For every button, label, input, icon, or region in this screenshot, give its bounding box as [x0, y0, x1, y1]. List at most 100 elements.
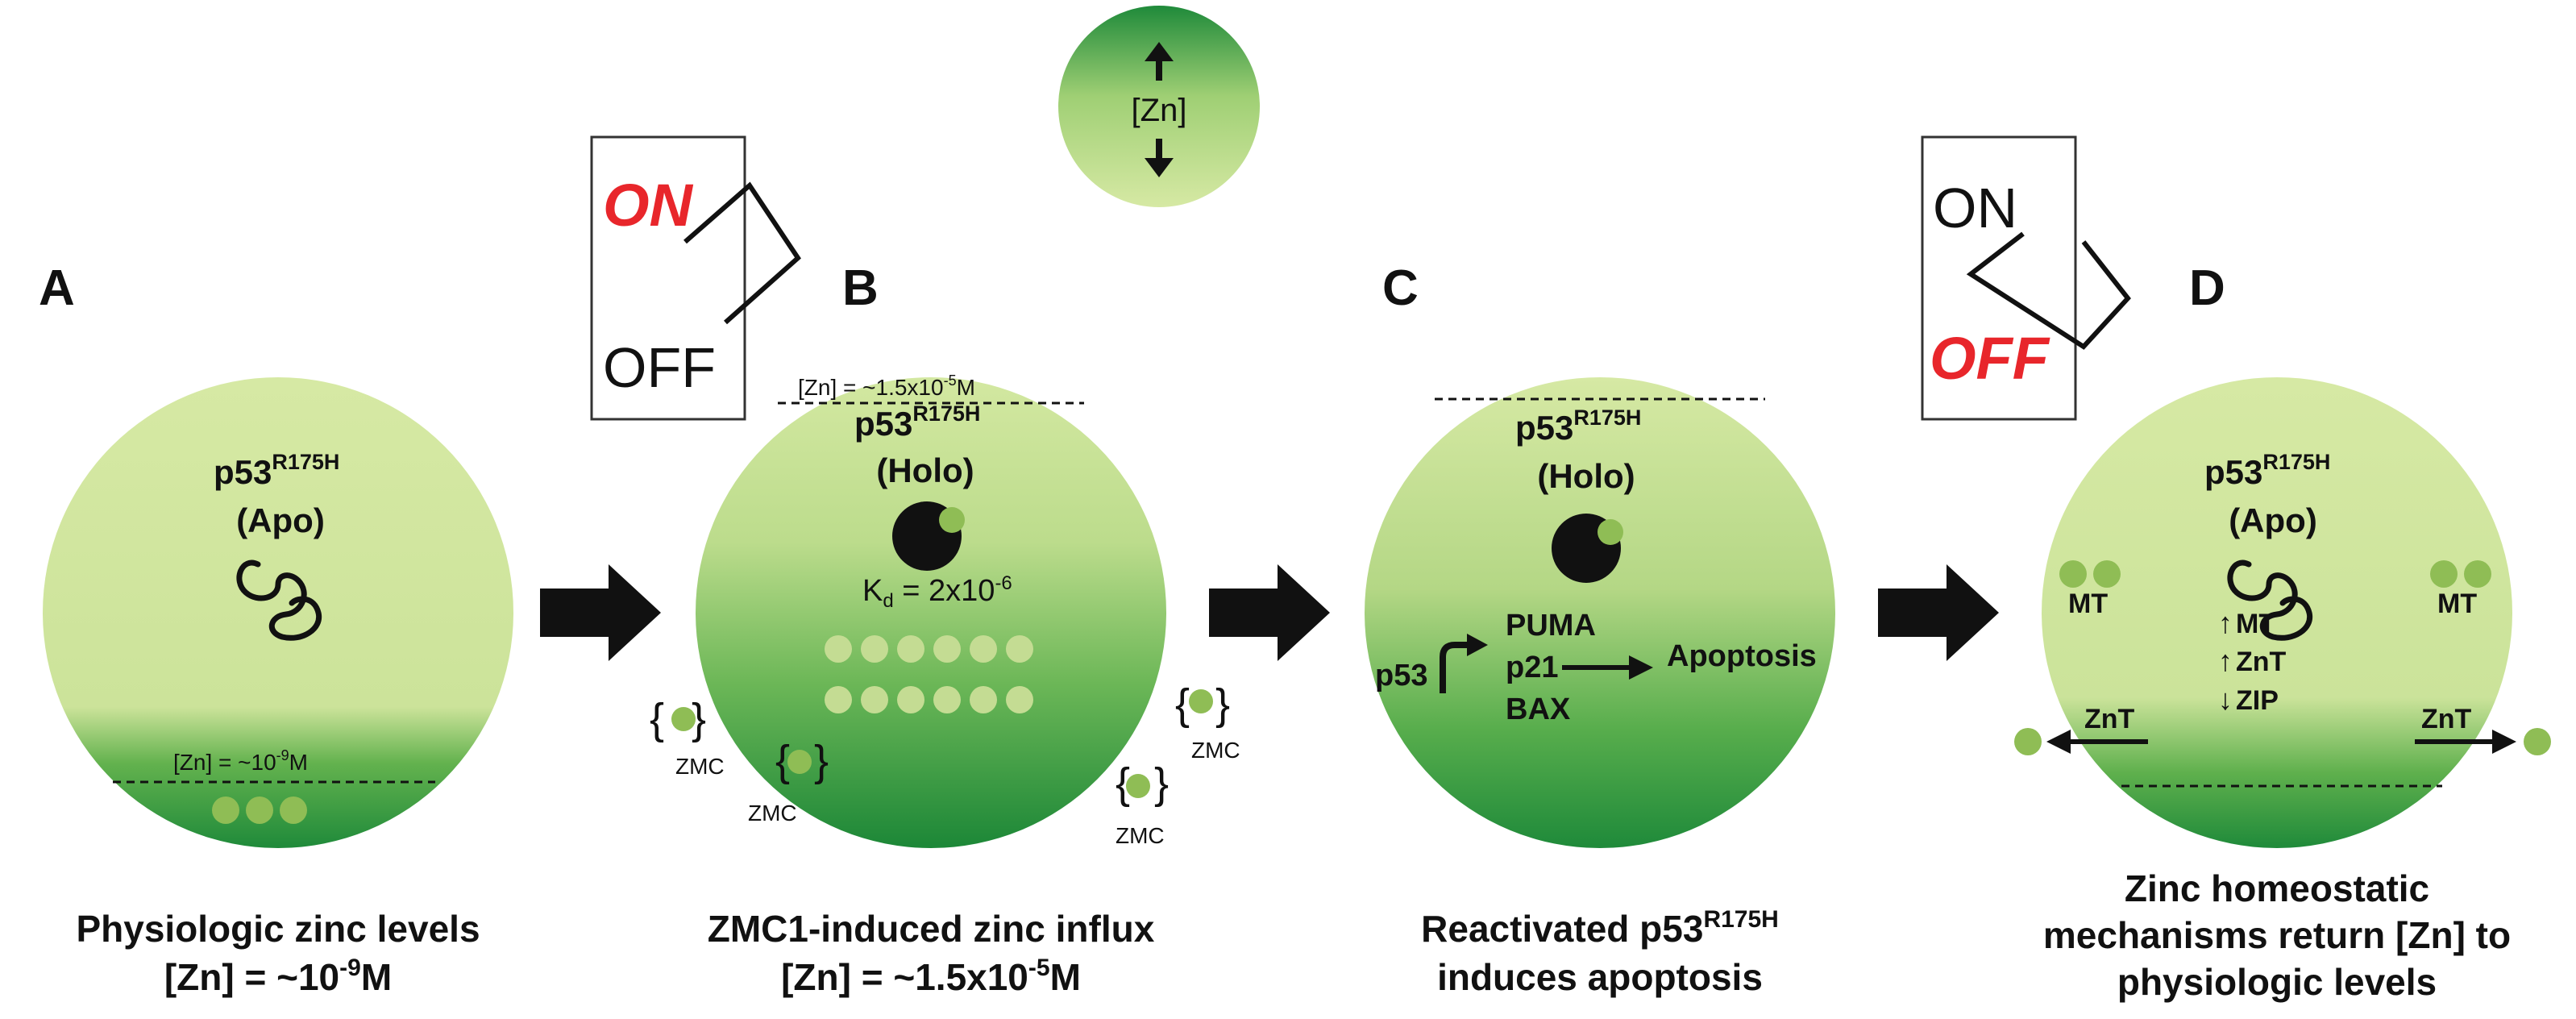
zinc-ion-row — [825, 635, 1033, 713]
zmc-carrier: { } ZMC — [1175, 680, 1240, 763]
arrow-up-icon: ↑ — [2218, 644, 2233, 677]
zinc-concentration-unit: M — [289, 750, 308, 775]
holo-protein-icon — [1552, 514, 1623, 583]
caption-d-line1: Zinc homeostatic — [2125, 867, 2429, 909]
apo-protein-icon — [236, 559, 322, 641]
zinc-concentration-label: [Zn] = ~10 — [173, 750, 276, 775]
transition-arrow-icon — [1209, 564, 1330, 661]
holo-protein-icon — [892, 501, 965, 571]
panel-d-cell: p53R175H (Apo) MT MT ↑ MT ↑ ZnT ↓ ZIP Zn… — [2014, 377, 2551, 848]
panel-letter-b: B — [842, 260, 879, 316]
regulation-label: MT — [2236, 609, 2275, 639]
caption-a-line2: [Zn] = ~10 — [164, 956, 339, 998]
zinc-ion — [280, 796, 307, 824]
svg-text:{: { — [650, 695, 664, 743]
caption-b-sup: -5 — [1028, 955, 1050, 981]
switch-off-label-2: OFF — [1930, 325, 2050, 392]
svg-text:}: } — [1215, 680, 1230, 729]
protein-superscript: R175H — [1573, 406, 1641, 430]
caption-d-line3: physiologic levels — [2117, 961, 2437, 1003]
caption-a-line1: Physiologic zinc levels — [76, 908, 480, 950]
caption-c-line1: Reactivated p53 — [1421, 908, 1703, 950]
zmc-carrier: { } ZMC — [1116, 759, 1169, 848]
zinc-ion — [2524, 728, 2551, 755]
mt-label: MT — [2437, 589, 2477, 619]
zinc-ion — [2430, 560, 2458, 588]
protein-state: (Holo) — [876, 451, 974, 489]
protein-superscript: R175H — [272, 450, 339, 474]
svg-text:Reactivated p53R175H: Reactivated p53R175H — [1421, 906, 1779, 950]
transition-arrow-icon — [1878, 564, 1999, 661]
protein-name: p53 — [214, 453, 272, 491]
svg-text:{: { — [1116, 759, 1130, 808]
znt-label: ZnT — [2084, 704, 2135, 734]
arrow-down-icon: ↓ — [2218, 683, 2233, 716]
zmc-carrier: { } ZMC — [748, 737, 829, 826]
svg-text:p53R175H: p53R175H — [1515, 406, 1641, 447]
svg-text:p53R175H: p53R175H — [2204, 450, 2330, 491]
svg-text:[Zn] = ~1.5x10-5M: [Zn] = ~1.5x10-5M — [798, 372, 975, 400]
protein-name: p53 — [2204, 453, 2262, 491]
protein-name: p53 — [1515, 409, 1573, 447]
caption-a-unit: M — [361, 956, 392, 998]
panel-letter-c: C — [1382, 260, 1419, 316]
svg-text:[Zn] = ~10-9M: [Zn] = ~10-9M — [164, 955, 392, 998]
zinc-concentration-unit: M — [957, 375, 975, 400]
znt-label: ZnT — [2421, 704, 2472, 734]
kd-sub: d — [883, 590, 893, 612]
target-gene: p21 — [1506, 651, 1558, 684]
switch-on-panel: ON OFF — [590, 135, 801, 421]
panel-c-cell: p53R175H (Holo) p53 PUMA p21 BAX Apoptos… — [1365, 377, 1835, 848]
arrow-up-icon: ↑ — [2218, 606, 2233, 639]
protein-superscript: R175H — [912, 401, 980, 426]
regulation-label: ZnT — [2236, 647, 2287, 677]
caption-c-sup: R175H — [1703, 906, 1778, 933]
gene-promoter-label: p53 — [1375, 659, 1427, 693]
svg-text:}: } — [1154, 759, 1169, 808]
protein-superscript: R175H — [2262, 450, 2330, 474]
caption-b-unit: M — [1050, 956, 1081, 998]
apo-protein-icon — [2227, 559, 2313, 641]
zmc-label: ZMC — [1191, 738, 1240, 763]
kd-sup: -6 — [995, 572, 1012, 594]
panel-letter-a: A — [39, 260, 75, 316]
svg-text:Kd = 2x10-6: Kd = 2x10-6 — [862, 572, 1012, 612]
svg-text:}: } — [692, 695, 706, 743]
caption-b-line2: [Zn] = ~1.5x10 — [781, 956, 1028, 998]
kd-value: = 2x10 — [894, 574, 995, 608]
zinc-concentration-sup: -9 — [276, 747, 289, 763]
zmc-label: ZMC — [748, 801, 797, 826]
svg-text:p53R175H: p53R175H — [854, 401, 980, 443]
zinc-ion — [2093, 560, 2121, 588]
zmc-carrier: { } ZMC — [650, 695, 725, 779]
switch-off-panel: ON OFF — [1921, 135, 2131, 421]
switch-on-label: ON — [603, 172, 694, 239]
protein-state: (Holo) — [1537, 457, 1635, 495]
zinc-concentration-label: [Zn] = ~1.5x10 — [798, 375, 944, 400]
svg-text:[Zn] = ~1.5x10-5M: [Zn] = ~1.5x10-5M — [781, 955, 1081, 998]
svg-text:{: { — [775, 737, 790, 785]
zmc-label: ZMC — [1116, 823, 1165, 848]
target-gene: PUMA — [1506, 609, 1596, 643]
svg-text:{: { — [1175, 680, 1190, 729]
panel-b-cell: [Zn] = ~1.5x10-5M p53R175H (Holo) Kd = 2… — [696, 372, 1166, 848]
regulation-label: ZIP — [2236, 685, 2279, 716]
target-gene: BAX — [1506, 693, 1571, 726]
arrow-up-icon — [1145, 42, 1174, 81]
switch-off-label: OFF — [603, 336, 716, 399]
zinc-level-indicator: [Zn] — [1058, 6, 1260, 207]
mt-label: MT — [2068, 589, 2108, 619]
protein-state: (Apo) — [236, 501, 325, 539]
caption-b-line1: ZMC1-induced zinc influx — [708, 908, 1155, 950]
zinc-ion — [2059, 560, 2087, 588]
regulation-list: ↑ MT ↑ ZnT ↓ ZIP — [2218, 606, 2287, 716]
indicator-label: [Zn] — [1132, 93, 1187, 128]
protein-state: (Apo) — [2229, 501, 2317, 539]
outcome-label: Apoptosis — [1667, 639, 1817, 673]
zinc-ion — [2464, 560, 2491, 588]
svg-text:}: } — [814, 737, 829, 785]
svg-text:p53R175H: p53R175H — [214, 450, 339, 491]
caption-c-line2: induces apoptosis — [1437, 956, 1763, 998]
transition-arrow-icon — [540, 564, 661, 661]
